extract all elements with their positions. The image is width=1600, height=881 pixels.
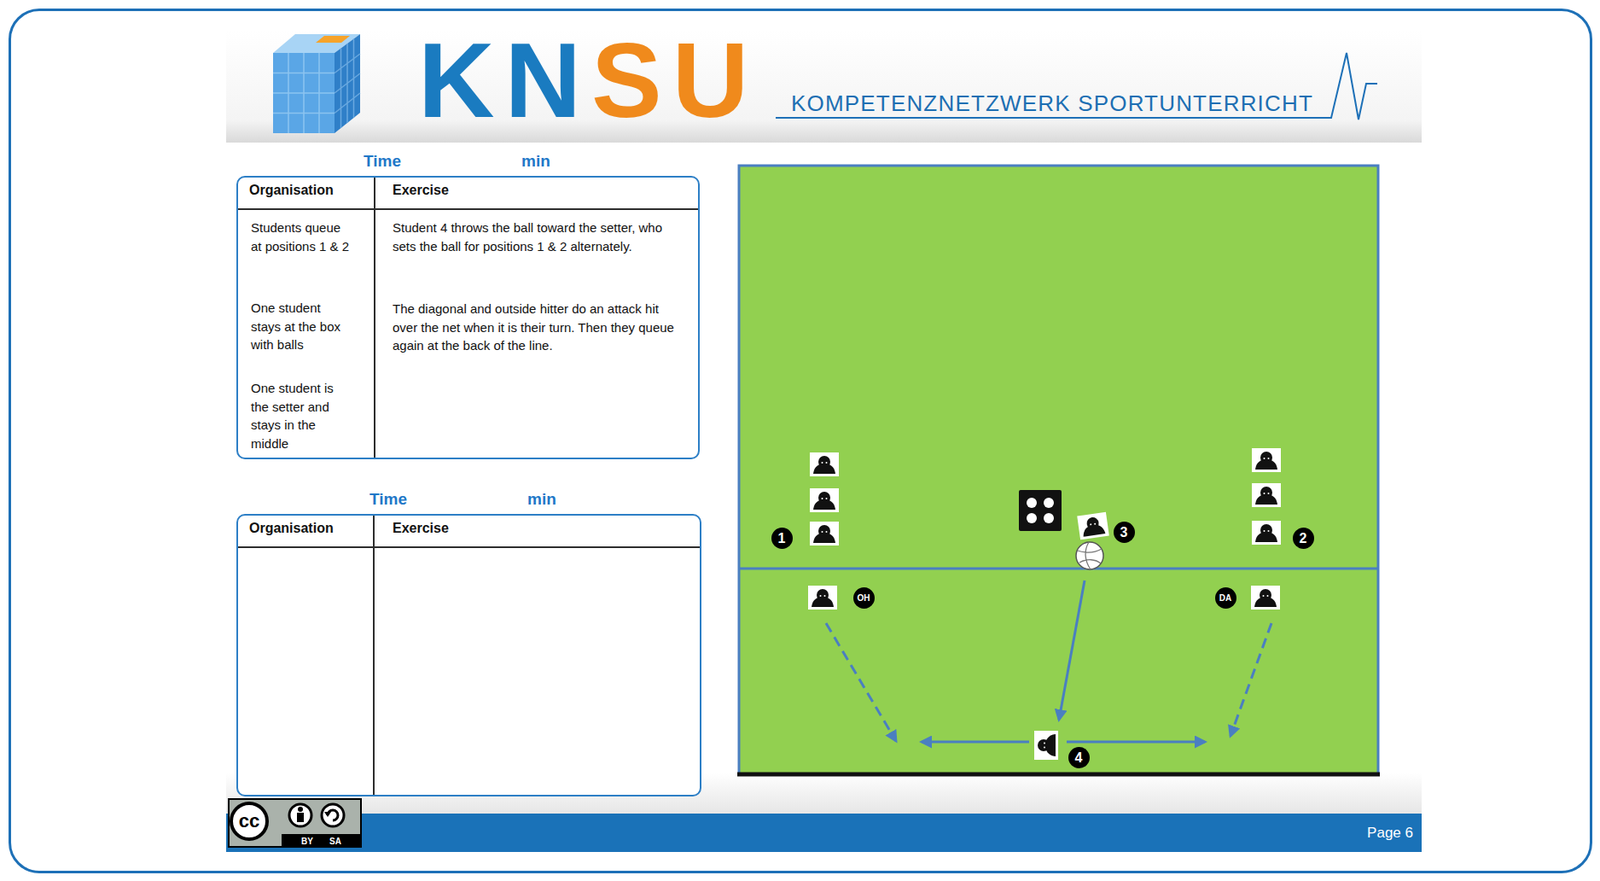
footer-bar: [226, 813, 1422, 852]
table-cell: The diagonal and outside hitter do an at…: [392, 299, 681, 355]
column-header: Exercise: [392, 182, 449, 198]
position-badge: OH: [853, 587, 875, 609]
unit-label: min: [527, 489, 557, 509]
table-cell: One student is the setter and stays in t…: [250, 378, 352, 453]
cube-grid: [273, 112, 335, 115]
net-line: [738, 567, 1379, 571]
callout-number: 1: [771, 527, 793, 549]
position-badge: DA: [1215, 587, 1237, 609]
callout-number: 2: [1292, 527, 1315, 549]
time-label: Time: [363, 151, 402, 171]
network-name: KOMPETENZNETZWERK SPORTUNTERRICHT: [791, 90, 1314, 117]
cube-grid: [353, 39, 355, 119]
ball-box: [1018, 489, 1062, 531]
license-text: SA: [329, 836, 342, 846]
table-cell: Student 4 throws the ball toward the set…: [392, 218, 681, 256]
header-band: [226, 30, 1422, 143]
table-cell: Students queue at positions 1 & 2: [250, 218, 352, 256]
license-text: BY: [301, 836, 314, 846]
column-header: Organisation: [249, 182, 334, 198]
table-rule: [238, 208, 699, 210]
cube-grid: [334, 73, 361, 94]
table-frame: [236, 175, 700, 460]
table-cell: One student stays at the box with balls: [250, 298, 352, 355]
logo-cube: [273, 34, 361, 134]
callout-number: 4: [1068, 746, 1090, 768]
table-rule: [372, 515, 375, 795]
license-badge: [228, 798, 361, 847]
unit-label: min: [521, 151, 551, 171]
logo-text: KNSU: [418, 27, 759, 134]
movement-arrows: [826, 580, 1272, 742]
cube-grid: [273, 92, 335, 94]
page-number: Page 6: [1367, 824, 1414, 842]
players: [808, 448, 1281, 760]
table-rule: [238, 546, 700, 548]
column-header: Exercise: [392, 520, 449, 536]
end-line: [737, 772, 1380, 777]
court: [738, 165, 1379, 774]
table-frame: [236, 513, 702, 797]
cube-grid: [334, 93, 361, 114]
volleyball: [1076, 541, 1104, 570]
cube-grid: [318, 52, 320, 134]
table-rule: [373, 177, 376, 458]
callout-number: 3: [1113, 521, 1135, 543]
column-header: Organisation: [249, 520, 334, 536]
license-icon-text: cc: [238, 809, 260, 832]
header-pulse-line: [775, 52, 1378, 120]
time-label: Time: [369, 489, 408, 509]
